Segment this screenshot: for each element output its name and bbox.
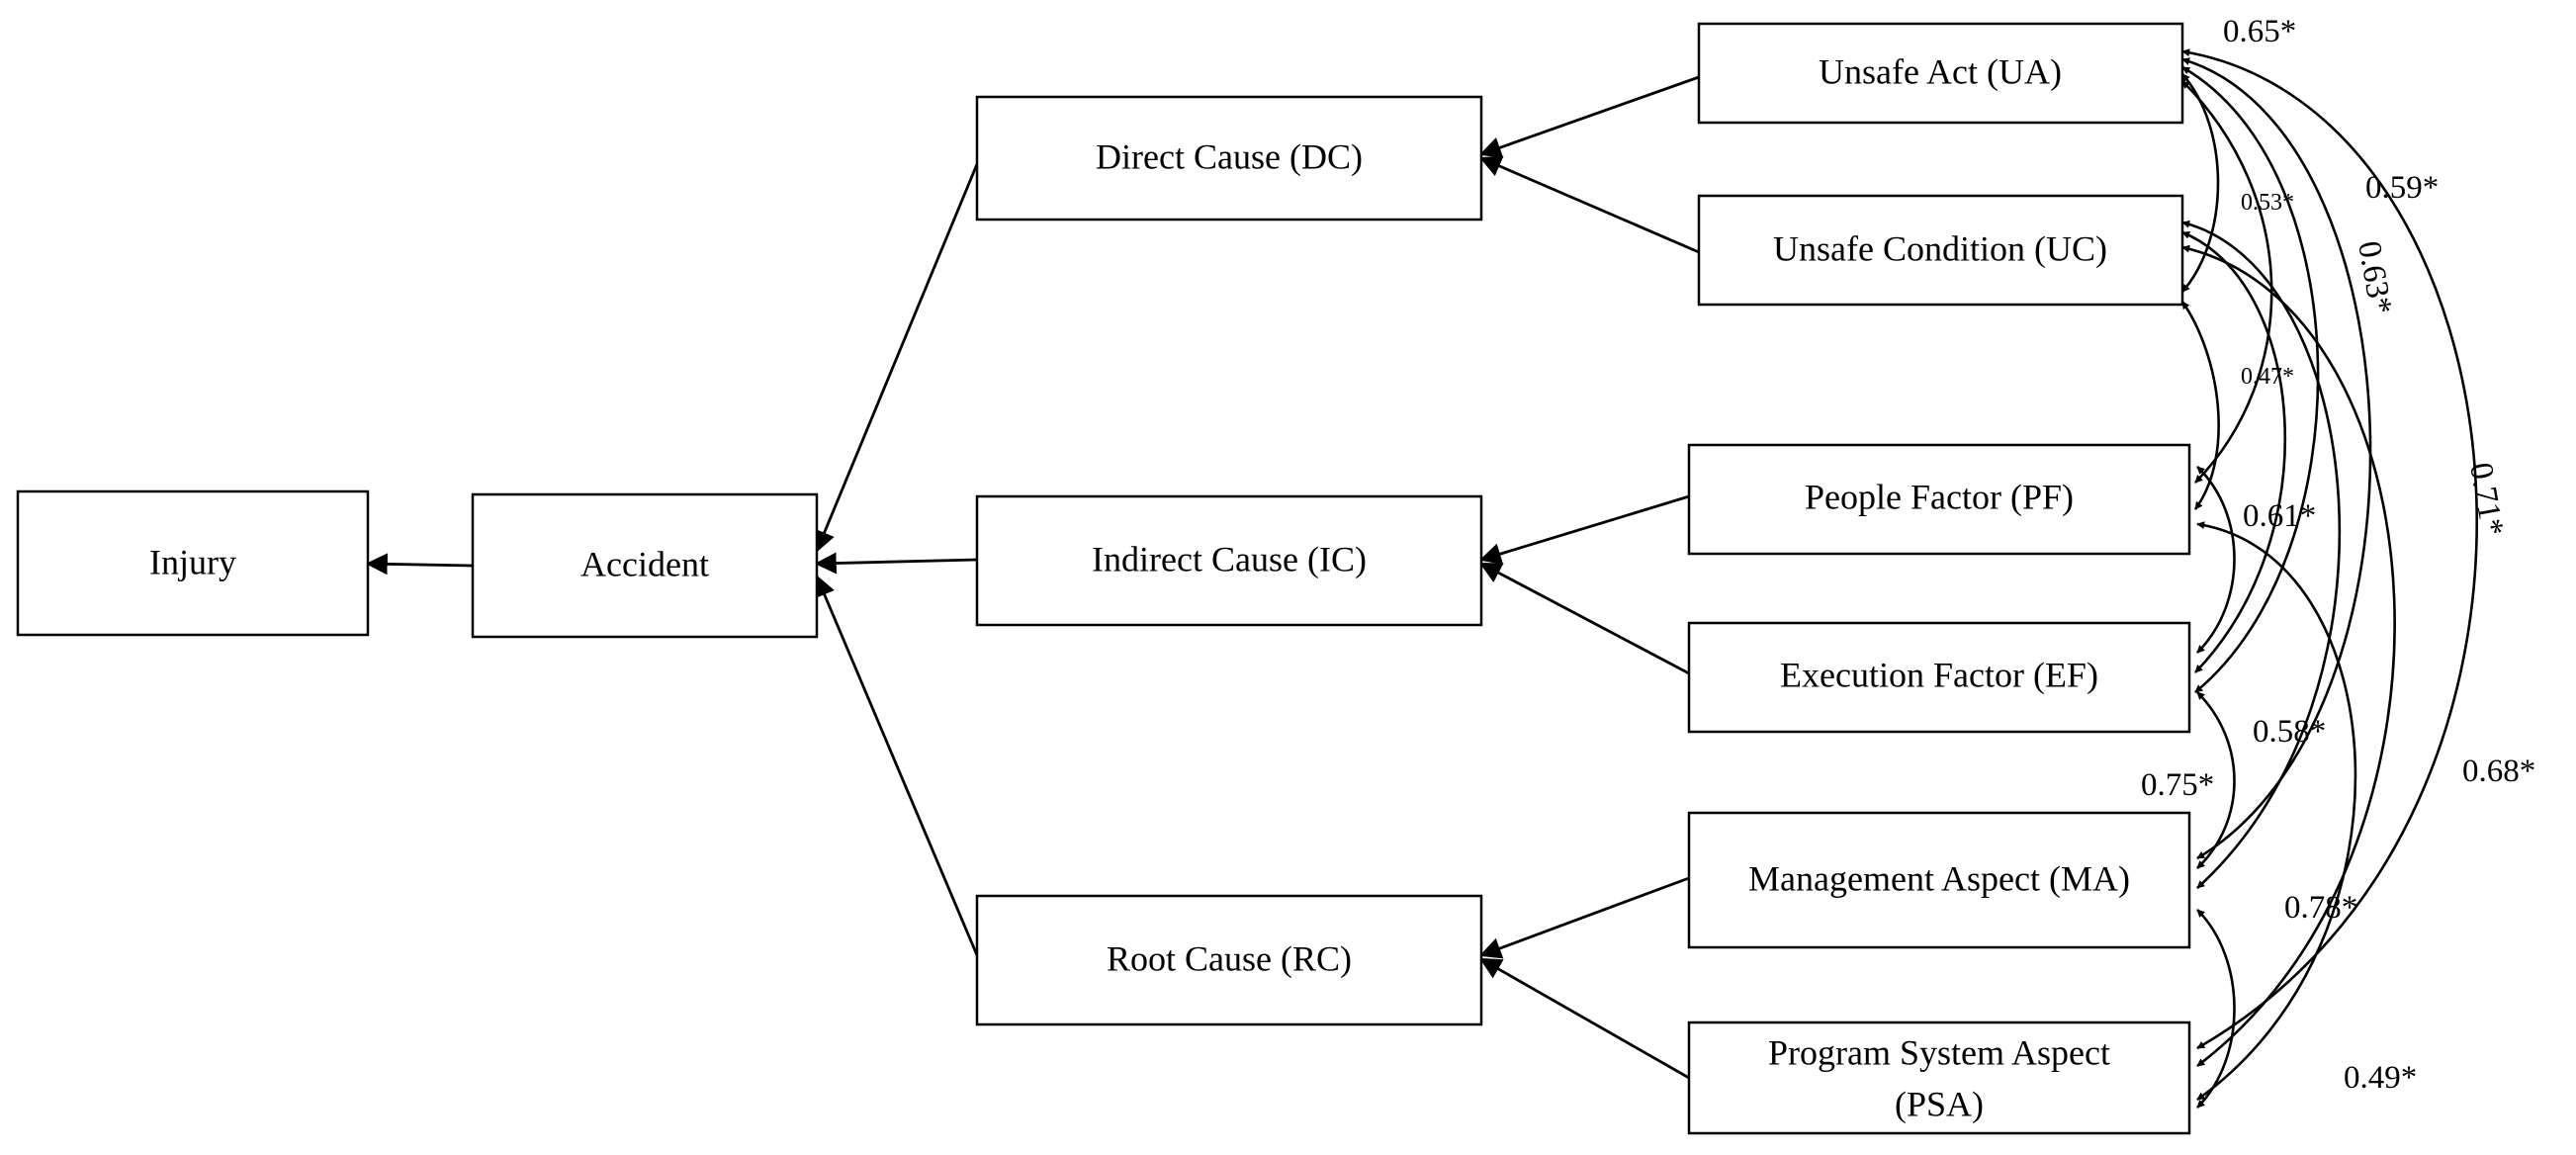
edge-ma-rc bbox=[1478, 876, 1690, 959]
coef-0-71: 0.71* bbox=[2462, 460, 2510, 538]
coef-0-59: 0.59* bbox=[2365, 170, 2439, 206]
corr-ua-ef bbox=[2181, 65, 2320, 694]
node-accident-label: Accident bbox=[580, 544, 709, 583]
coef-0-49: 0.49* bbox=[2344, 1060, 2417, 1096]
corr-pf-ef bbox=[2196, 466, 2236, 654]
node-unsafe-condition: Unsafe Condition (UC) bbox=[1697, 194, 2184, 307]
corr-ua-ma bbox=[2181, 57, 2372, 860]
edge-rc-accident bbox=[814, 574, 979, 956]
node-people-factor-label: People Factor (PF) bbox=[1805, 477, 2074, 516]
node-unsafe-act: Unsafe Act (UA) bbox=[1697, 22, 2184, 125]
edge-ef-ic bbox=[1479, 562, 1690, 675]
node-accident: Accident bbox=[471, 492, 819, 639]
corr-uc-ef bbox=[2181, 230, 2286, 673]
coef-0-78: 0.78* bbox=[2284, 890, 2357, 926]
coef-0-61: 0.61* bbox=[2243, 498, 2316, 534]
node-indirect-cause: Indirect Cause (IC) bbox=[975, 494, 1483, 627]
edge-accident-injury bbox=[365, 553, 474, 576]
structural-edges bbox=[365, 75, 1700, 1080]
corr-pf-psa bbox=[2196, 521, 2357, 1102]
node-management-aspect-label: Management Aspect (MA) bbox=[1748, 858, 2130, 898]
node-root-cause: Root Cause (RC) bbox=[975, 894, 1483, 1026]
coef-0-47: 0.47* bbox=[2241, 364, 2294, 390]
corr-ua-psa bbox=[2181, 48, 2478, 1050]
edge-uc-dc bbox=[1478, 155, 1700, 254]
edge-ua-dc bbox=[1478, 75, 1700, 158]
node-unsafe-act-label: Unsafe Act (UA) bbox=[1819, 51, 2062, 91]
correlation-arcs bbox=[2180, 48, 2478, 1109]
edge-ic-accident bbox=[814, 552, 978, 575]
node-indirect-cause-label: Indirect Cause (IC) bbox=[1092, 539, 1367, 578]
edge-dc-accident bbox=[814, 163, 979, 554]
coef-0-63: 0.63* bbox=[2351, 238, 2398, 316]
edge-psa-rc bbox=[1479, 957, 1690, 1080]
corr-ma-psa bbox=[2196, 909, 2236, 1109]
node-program-system-aspect: Program System Aspect (PSA) bbox=[1687, 1021, 2191, 1135]
node-psa-label-line2: (PSA) bbox=[1895, 1084, 1984, 1123]
node-direct-cause: Direct Cause (DC) bbox=[975, 95, 1483, 222]
corr-ef-ma bbox=[2196, 691, 2236, 869]
node-unsafe-condition-label: Unsafe Condition (UC) bbox=[1773, 228, 2107, 268]
correlation-labels: 0.65* 0.53* 0.59* 0.63* 0.47* 0.61* 0.71… bbox=[2141, 14, 2535, 1096]
corr-uc-psa bbox=[2181, 244, 2396, 1068]
node-execution-factor-label: Execution Factor (EF) bbox=[1780, 655, 2098, 694]
corr-ua-uc bbox=[2181, 73, 2220, 293]
node-injury-label: Injury bbox=[149, 542, 236, 581]
corr-uc-ma bbox=[2181, 220, 2342, 889]
coef-0-75: 0.75* bbox=[2141, 767, 2214, 803]
node-management-aspect: Management Aspect (MA) bbox=[1687, 811, 2191, 949]
coef-0-58: 0.58* bbox=[2253, 714, 2326, 750]
node-root-cause-label: Root Cause (RC) bbox=[1107, 938, 1352, 978]
coef-0-68: 0.68* bbox=[2462, 754, 2535, 789]
coef-0-65: 0.65* bbox=[2223, 14, 2296, 49]
coef-0-53: 0.53* bbox=[2241, 190, 2294, 216]
node-psa-label-line1: Program System Aspect bbox=[1768, 1032, 2110, 1072]
edge-pf-ic bbox=[1478, 494, 1690, 565]
node-direct-cause-label: Direct Cause (DC) bbox=[1096, 136, 1363, 176]
node-execution-factor: Execution Factor (EF) bbox=[1687, 621, 2191, 734]
node-people-factor: People Factor (PF) bbox=[1687, 443, 2191, 556]
node-injury: Injury bbox=[16, 489, 370, 637]
